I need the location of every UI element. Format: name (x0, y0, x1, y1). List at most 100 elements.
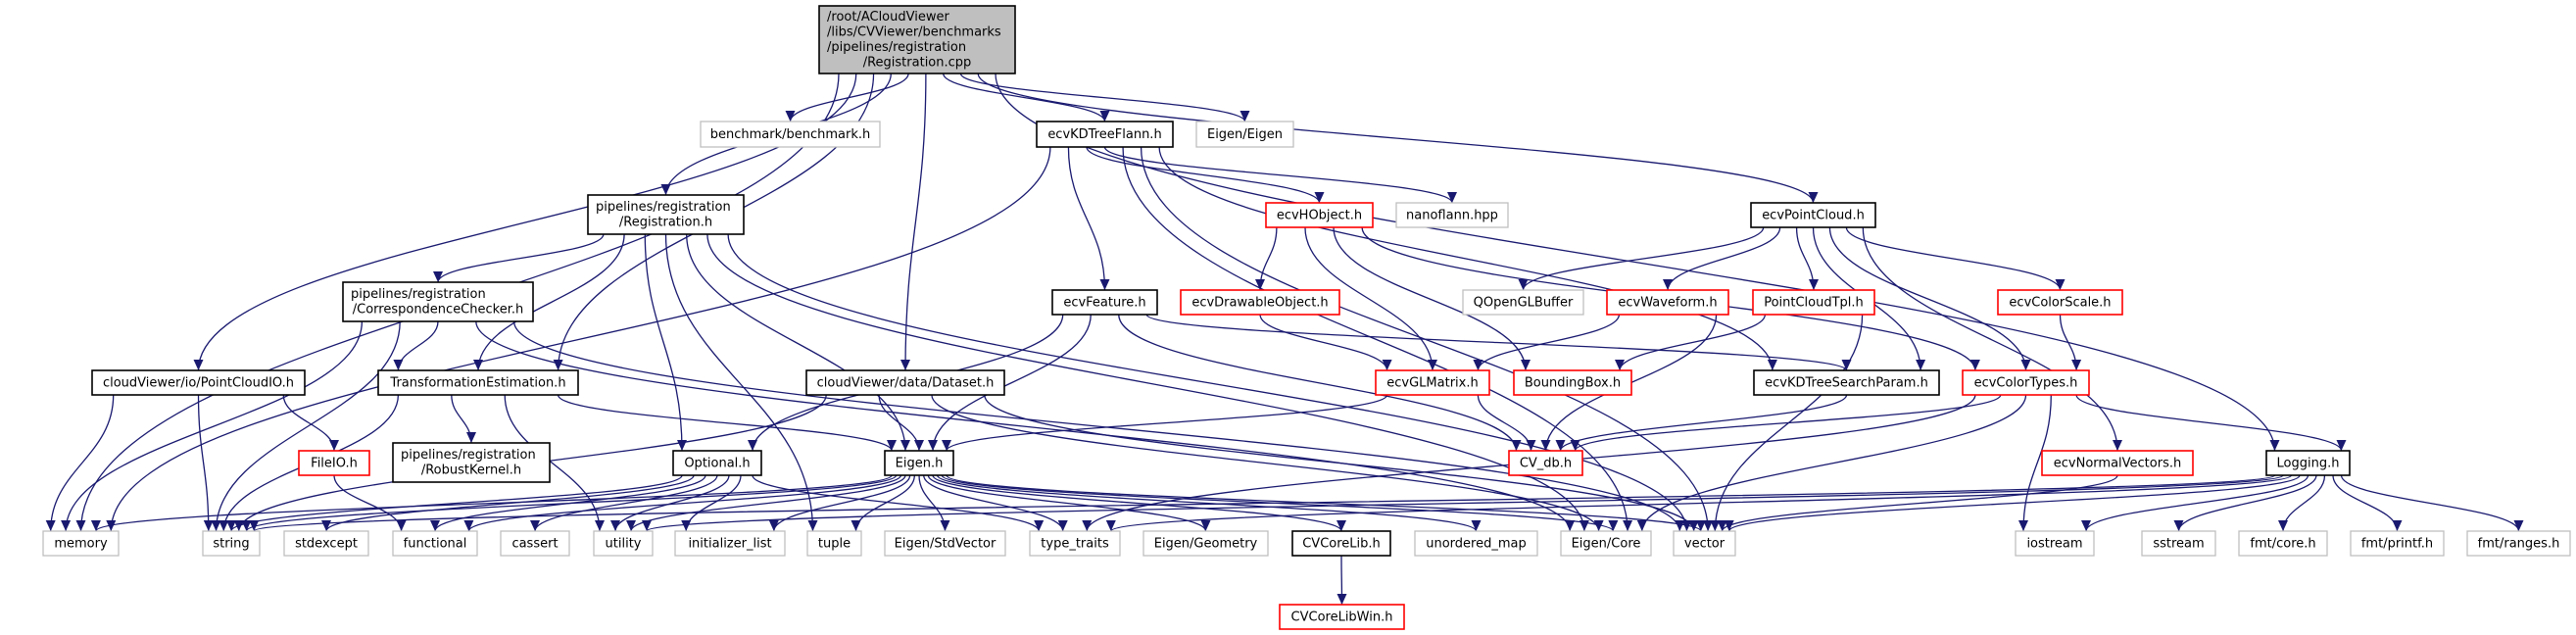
node-benchmark: benchmark/benchmark.h (700, 121, 881, 148)
edge-pointcloudio-to-fileio (282, 394, 339, 452)
edge-kdtreeflann-to-hobject (1086, 146, 1325, 204)
node-eigen_eigen: Eigen/Eigen (1195, 121, 1294, 148)
edge-pointcloudio-to-string (197, 394, 214, 532)
node-label: type_traits (1041, 536, 1109, 551)
node-fmt_printf: fmt/printf.h (2350, 530, 2445, 557)
node-label: fmt/core.h (2250, 536, 2315, 551)
node-box (1195, 121, 1294, 148)
node-drawable[interactable]: ecvDrawableObject.h (1180, 289, 1340, 316)
node-cvcorelibwin[interactable]: CVCoreLibWin.h (1279, 604, 1405, 630)
node-label: /CorrespondenceChecker.h (353, 303, 523, 318)
edge-feature-to-kdsearchparam (1145, 314, 1852, 371)
edge-transformest-to-utility (504, 394, 605, 532)
edge-root-to-pointcloudio (193, 73, 857, 371)
edge-pointcloud-to-qopenglbuffer (1518, 226, 1765, 291)
node-box (1029, 530, 1121, 557)
edge-colortypes-to-iostream (2018, 394, 2052, 532)
edge-corrchecker-to-vector (512, 320, 1685, 532)
edge-root-to-pointcloud (977, 73, 1819, 204)
node-glmatrix[interactable]: ecvGLMatrix.h (1375, 369, 1490, 396)
edge-eigen_h-to-utility (626, 474, 906, 532)
node-label: unordered_map (1426, 536, 1527, 551)
node-logging[interactable]: Logging.h (2265, 450, 2351, 476)
node-label: ecvDrawableObject.h (1191, 295, 1328, 310)
node-memory: memory (42, 530, 120, 557)
node-eigen_h[interactable]: Eigen.h (884, 450, 954, 476)
node-label: Eigen.h (896, 456, 944, 470)
edge-eigen_h-to-eigen_core (941, 474, 1619, 532)
node-fmt_ranges: fmt/ranges.h (2466, 530, 2571, 557)
node-transformest[interactable]: TransformationEstimation.h (377, 369, 579, 396)
node-hobject[interactable]: ecvHObject.h (1265, 202, 1374, 228)
node-box (884, 530, 1006, 557)
edge-logging-to-utility (642, 474, 2284, 532)
edge-logging-to-iostream (2081, 474, 2309, 532)
node-label: pipelines/registration (351, 287, 486, 302)
node-fileio[interactable]: FileIO.h (298, 450, 370, 476)
node-unordered_map: unordered_map (1414, 530, 1538, 557)
node-kdsearchparam[interactable]: ecvKDTreeSearchParam.h (1753, 369, 1940, 396)
node-dataset[interactable]: cloudViewer/data/Dataset.h (805, 369, 1005, 396)
node-eigen_stdvector: Eigen/StdVector (884, 530, 1006, 557)
node-robustkernel[interactable]: pipelines/registration/RobustKernel.h (392, 442, 551, 483)
edge-eigen_h-to-vector (946, 474, 1706, 532)
node-box (500, 530, 570, 557)
node-label: pipelines/registration (596, 200, 731, 215)
node-label: ecvColorTypes.h (1974, 375, 2078, 390)
node-normalvectors[interactable]: ecvNormalVectors.h (2041, 450, 2194, 476)
node-label: TransformationEstimation.h (389, 375, 565, 390)
edge-optional-to-utility (610, 474, 730, 532)
node-corrchecker[interactable]: pipelines/registration/CorrespondenceChe… (342, 281, 534, 322)
node-box (1606, 289, 1729, 316)
node-box (2350, 530, 2445, 557)
edge-colortypes-to-eigen_core (1636, 394, 2027, 532)
node-feature[interactable]: ecvFeature.h (1051, 289, 1158, 316)
edge-corrchecker-to-eigen_core (475, 320, 1576, 532)
nodes-layer: /root/ACloudViewer/libs/CVViewer/benchma… (42, 5, 2571, 630)
node-root: /root/ACloudViewer/libs/CVViewer/benchma… (818, 5, 1016, 74)
edge-hobject-to-drawable (1255, 226, 1278, 291)
node-boundingbox[interactable]: BoundingBox.h (1513, 369, 1632, 396)
node-cvcorelib[interactable]: CVCoreLib.h (1291, 530, 1391, 557)
node-label: Logging.h (2277, 456, 2340, 470)
node-box (392, 442, 551, 483)
edge-waveform-to-glmatrix (1473, 314, 1621, 371)
edge-corrchecker-to-transformest (393, 320, 439, 371)
node-sstream: sstream (2141, 530, 2216, 557)
node-label: fmt/printf.h (2361, 536, 2433, 551)
edge-colorscale-to-colortypes (2059, 314, 2082, 371)
edge-registration_h-to-corrchecker (433, 233, 605, 283)
edge-eigen_h-to-eigen_stdvector (918, 474, 950, 532)
node-registration_h[interactable]: pipelines/registration/Registration.h (587, 194, 745, 235)
node-pointcloudtpl[interactable]: PointCloudTpl.h (1752, 289, 1875, 316)
node-box (1513, 369, 1632, 396)
node-colortypes[interactable]: ecvColorTypes.h (1962, 369, 2090, 396)
node-label: CV_db.h (1520, 456, 1572, 470)
edge-pointcloud-to-colortypes (1828, 226, 2031, 371)
edge-root-to-kdtreeflann (943, 73, 1110, 122)
node-waveform[interactable]: ecvWaveform.h (1606, 289, 1729, 316)
node-label: memory (54, 536, 108, 551)
edge-eigen_h-to-unordered_map (937, 474, 1482, 532)
edge-kdtreeflann-to-memory (106, 146, 1051, 532)
edge-eigen_h-to-memory (91, 474, 893, 532)
node-pointcloud[interactable]: ecvPointCloud.h (1750, 202, 1876, 228)
node-cv_db[interactable]: CV_db.h (1508, 450, 1583, 476)
edge-registration_h-to-eigen_h (686, 233, 910, 452)
node-box (1753, 369, 1940, 396)
node-pointcloudio[interactable]: cloudViewer/io/PointCloudIO.h (91, 369, 306, 396)
edge-drawable-to-glmatrix (1259, 314, 1392, 371)
edge-kdtreeflann-to-eigen_core (1122, 146, 1633, 532)
node-label: Eigen/Eigen (1207, 127, 1283, 142)
node-box (2238, 530, 2328, 557)
node-label: ecvFeature.h (1063, 295, 1145, 310)
node-optional[interactable]: Optional.h (672, 450, 762, 476)
edge-logging-to-fmt_core (2278, 474, 2326, 532)
node-kdtreeflann[interactable]: ecvKDTreeFlann.h (1036, 121, 1174, 148)
node-box (818, 5, 1016, 74)
node-box (2466, 530, 2571, 557)
node-box (1142, 530, 1269, 557)
node-colorscale[interactable]: ecvColorScale.h (1997, 289, 2123, 316)
node-label: sstream (2153, 536, 2204, 551)
